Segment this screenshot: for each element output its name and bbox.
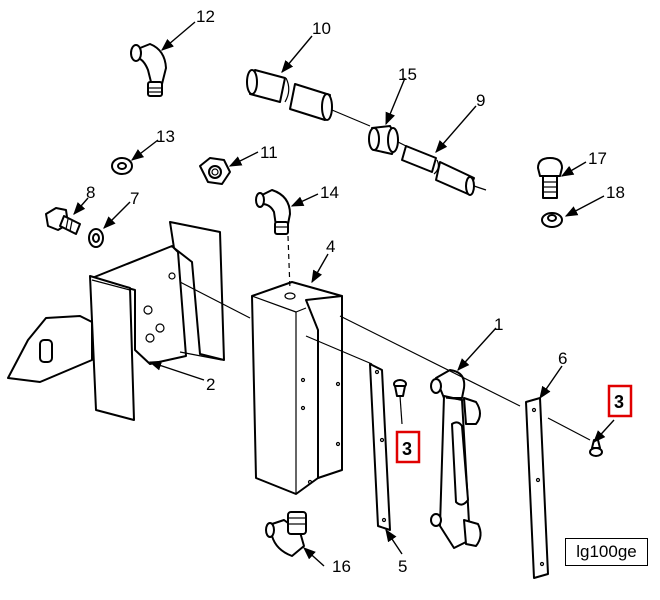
callout-12: 12	[196, 7, 215, 26]
callout-16: 16	[332, 557, 351, 576]
part-16-elbow-fitting	[265, 511, 307, 557]
callout-9: 9	[476, 91, 485, 110]
callout-18: 18	[606, 183, 625, 202]
part-4-manifold-block	[251, 281, 343, 495]
callout-leaders	[73, 21, 615, 567]
part-9-tube	[401, 145, 487, 196]
callout-3-left: 3	[402, 439, 412, 459]
part-3-screw-right	[589, 439, 603, 457]
part-7-washer	[88, 228, 104, 248]
part-3-screw-left	[393, 379, 407, 397]
callout-15: 15	[398, 65, 417, 84]
callout-4: 4	[326, 237, 335, 256]
callout-5: 5	[398, 557, 407, 576]
part-10-hose	[246, 69, 371, 127]
figure-id-label: lg100ge	[565, 538, 648, 566]
highlight-box-3-right	[607, 384, 633, 418]
callout-6: 6	[558, 349, 567, 368]
assembly-centerlines	[179, 235, 591, 441]
callout-2: 2	[206, 375, 215, 394]
part-15-ferrule	[368, 125, 407, 155]
callout-14: 14	[320, 183, 339, 202]
part-13-washer	[111, 157, 133, 175]
part-17-bolt	[537, 157, 563, 199]
callout-7: 7	[130, 189, 139, 208]
part-2-mounting-bracket	[7, 221, 225, 421]
part-14-elbow-fitting	[255, 189, 291, 235]
callout-17: 17	[588, 149, 607, 168]
part-5-gasket	[369, 363, 391, 531]
callout-13: 13	[156, 127, 175, 146]
callout-3-right: 3	[614, 392, 624, 412]
callout-11: 11	[260, 143, 278, 162]
part-1-sight-gauge	[430, 369, 482, 549]
part-6-gasket	[525, 397, 549, 579]
part-8-bolt	[45, 207, 81, 235]
highlight-box-3-left	[395, 430, 421, 464]
part-18-washer	[541, 212, 563, 228]
callout-1: 1	[494, 315, 503, 334]
callout-10: 10	[312, 19, 331, 38]
callout-8: 8	[86, 183, 95, 202]
part-11-nut	[199, 157, 231, 185]
part-12-elbow-fitting	[130, 43, 167, 97]
